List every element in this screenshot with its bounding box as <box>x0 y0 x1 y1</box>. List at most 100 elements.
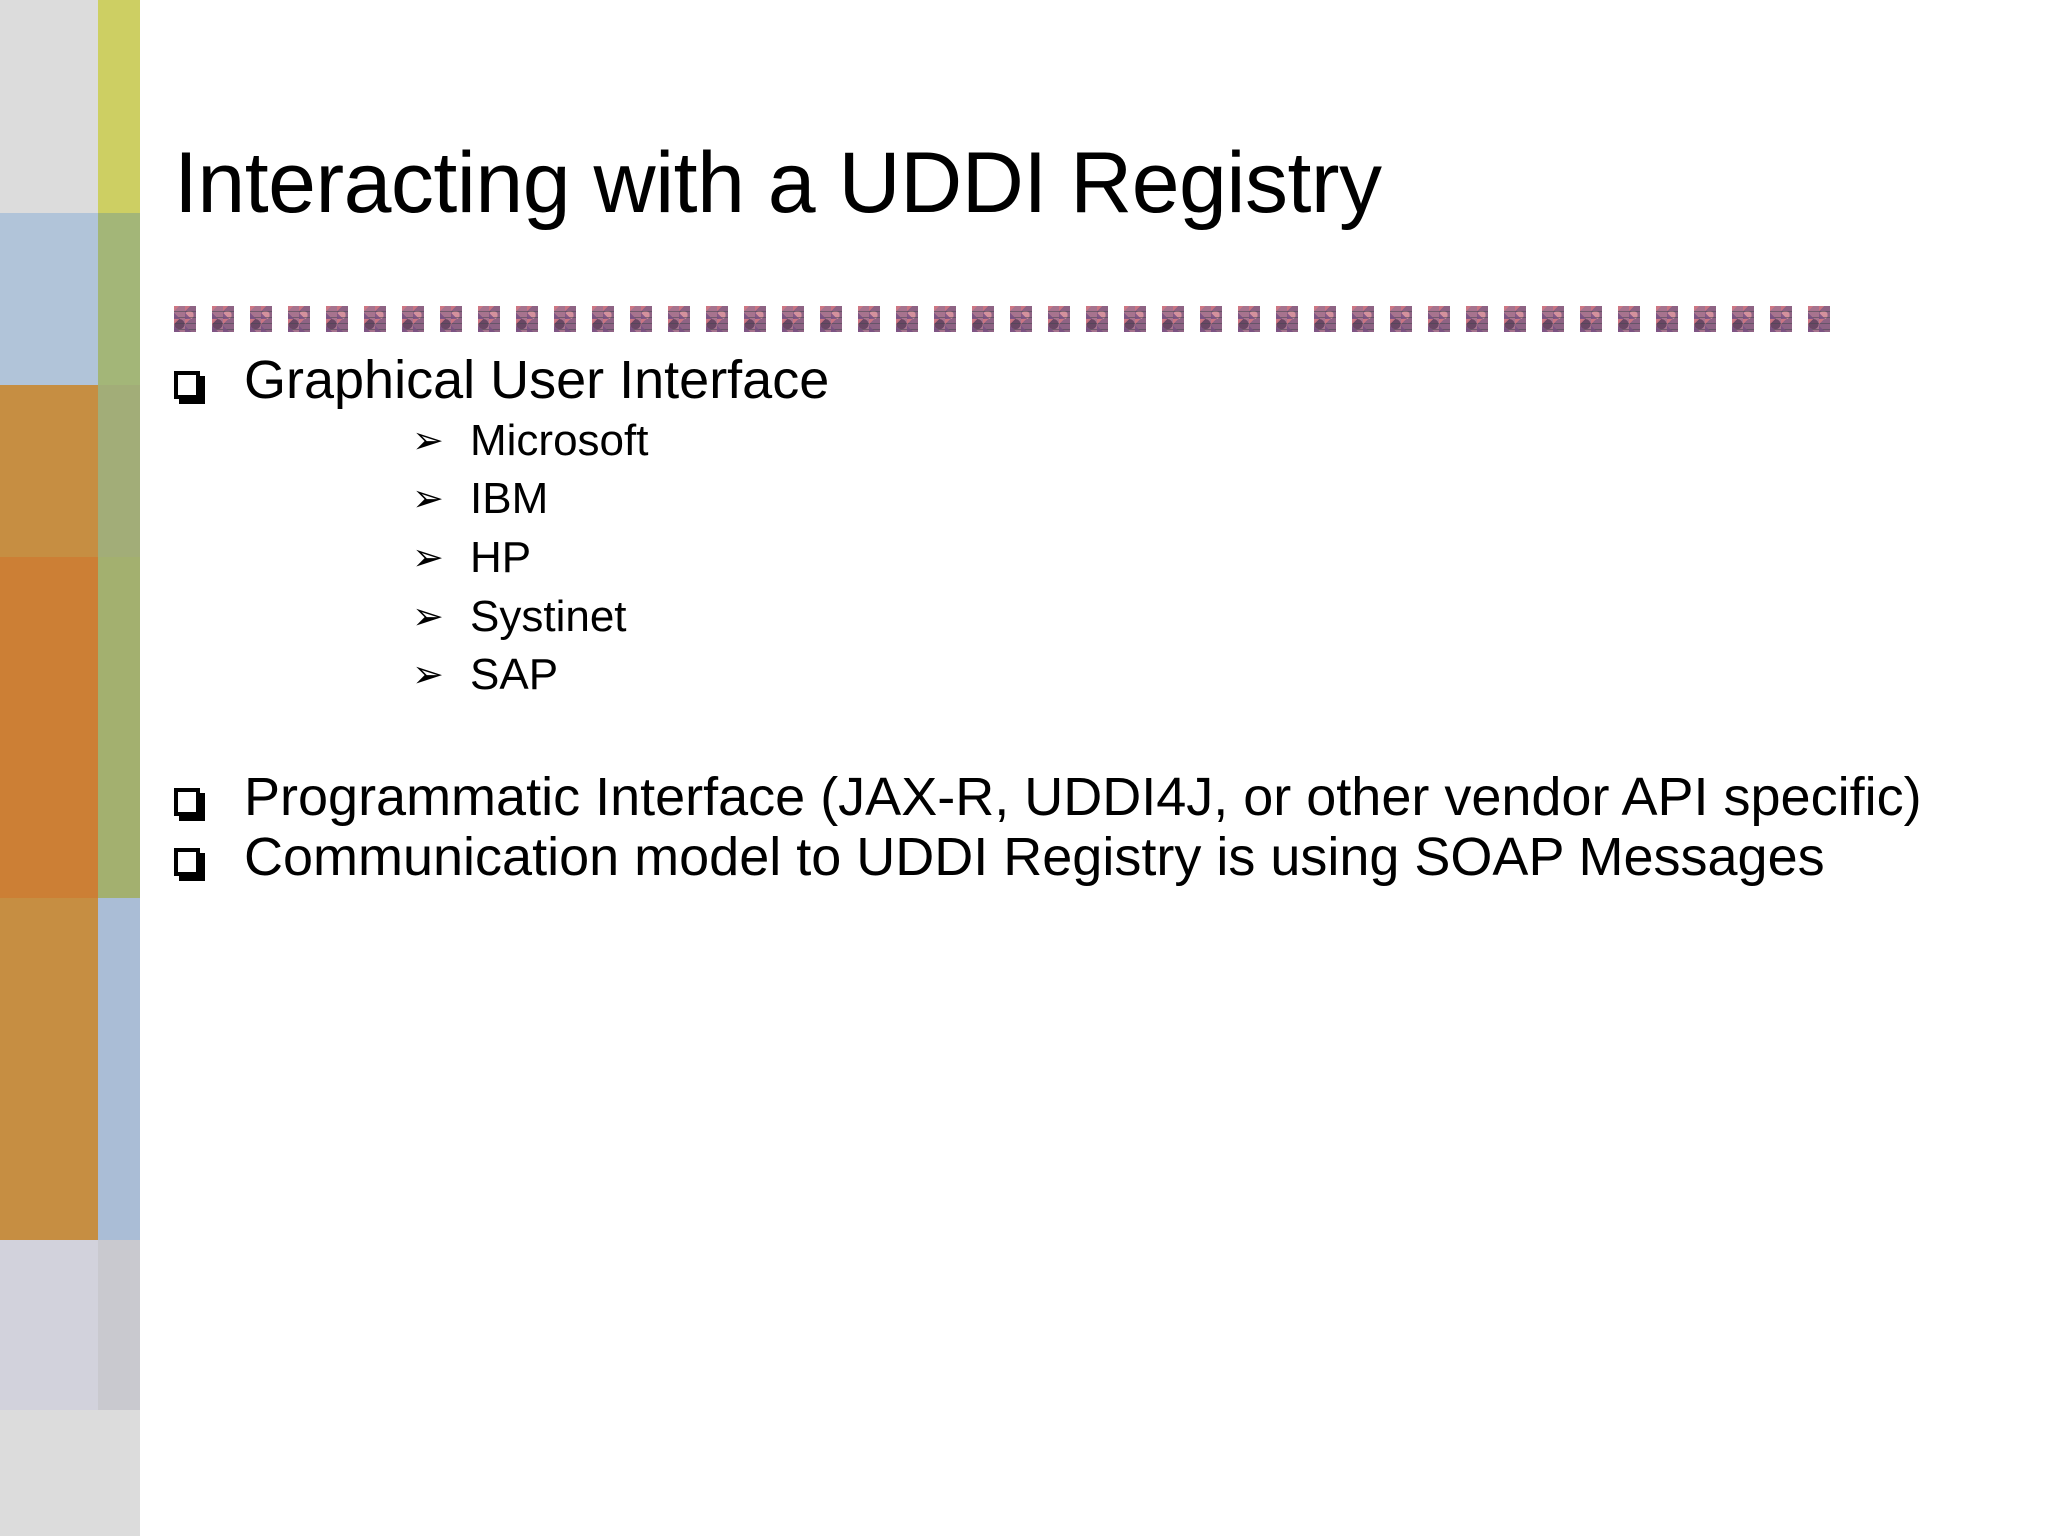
divider-square <box>364 306 386 332</box>
divider-square <box>630 306 652 332</box>
divider-square <box>592 306 614 332</box>
divider-square <box>402 306 424 332</box>
bullet-label: IBM <box>470 474 549 524</box>
bullet-item-level1: Communication model to UDDI Registry is … <box>140 826 2048 887</box>
divider-square <box>1086 306 1108 332</box>
bullet-item-level2: ➢ HP <box>140 533 2048 584</box>
arrow-bullet-icon: ➢ <box>412 595 444 638</box>
divider-square <box>1618 306 1640 332</box>
square-dash-divider <box>174 306 1874 332</box>
decorative-sidebar <box>0 0 140 1536</box>
divider-square <box>174 306 196 332</box>
divider-square <box>288 306 310 332</box>
divider-square <box>896 306 918 332</box>
sidebar-band-4-left <box>0 898 98 1240</box>
square-bullet-icon-shape <box>174 787 200 816</box>
divider-square <box>478 306 500 332</box>
sidebar-band-6-right <box>98 1410 140 1536</box>
divider-square <box>1314 306 1336 332</box>
divider-square <box>934 306 956 332</box>
sidebar-band-3-left <box>0 557 98 898</box>
list-spacer <box>140 701 2048 769</box>
arrow-bullet-icon: ➢ <box>412 654 444 697</box>
divider-square <box>1808 306 1830 332</box>
divider-square <box>1390 306 1412 332</box>
bullet-label: HP <box>470 532 532 582</box>
bullet-label: SAP <box>470 650 559 700</box>
bullet-list: Graphical User Interface ➢ Microsoft ➢ IBM ➢ H… <box>140 350 2048 888</box>
divider-square <box>1466 306 1488 332</box>
divider-square <box>972 306 994 332</box>
square-bullet-icon <box>174 843 212 883</box>
square-bullet-icon-shape <box>174 371 200 399</box>
bullet-sublist: ➢ Microsoft ➢ IBM ➢ HP ➢ Systinet ➢ SAP <box>140 416 2048 701</box>
square-bullet-icon <box>174 783 212 823</box>
divider-square <box>326 306 348 332</box>
bullet-label: Communication model to UDDI Registry is … <box>244 826 1825 887</box>
divider-square <box>782 306 804 332</box>
divider-square <box>1162 306 1184 332</box>
sidebar-band-2 <box>0 385 140 557</box>
sidebar-band-4-right <box>98 898 140 1240</box>
divider-square <box>1276 306 1298 332</box>
sidebar-band-2-right <box>98 385 140 557</box>
arrow-bullet-icon: ➢ <box>412 478 444 521</box>
divider-square <box>1580 306 1602 332</box>
divider-square <box>1732 306 1754 332</box>
sidebar-band-4 <box>0 898 140 1240</box>
sidebar-band-5 <box>0 1240 140 1410</box>
divider-square <box>668 306 690 332</box>
sidebar-band-0 <box>0 0 140 213</box>
slide-body: Interacting with a UDDI Registry Graphic… <box>140 0 2048 1536</box>
bullet-item-level1: Programmatic Interface (JAX-R, UDDI4J, o… <box>140 766 2048 827</box>
sidebar-band-5-right <box>98 1240 140 1410</box>
divider-square <box>1048 306 1070 332</box>
divider-square <box>1352 306 1374 332</box>
divider-square <box>1770 306 1792 332</box>
divider-square <box>554 306 576 332</box>
sidebar-band-2-left <box>0 385 98 557</box>
divider-square <box>820 306 842 332</box>
bullet-item-level2: ➢ IBM <box>140 474 2048 525</box>
divider-square <box>1238 306 1260 332</box>
bullet-label: Systinet <box>470 591 627 641</box>
bullet-label: Graphical User Interface <box>244 350 830 410</box>
sidebar-band-1 <box>0 213 140 385</box>
bullet-item-level2: ➢ Systinet <box>140 592 2048 643</box>
sidebar-band-3-right <box>98 557 140 898</box>
divider-square <box>516 306 538 332</box>
square-bullet-icon-shape <box>174 847 200 876</box>
divider-square <box>1428 306 1450 332</box>
divider-square <box>212 306 234 332</box>
sidebar-band-1-left <box>0 213 98 385</box>
divider-square <box>706 306 728 332</box>
square-bullet-icon <box>174 366 212 406</box>
sidebar-band-6-left <box>0 1410 98 1536</box>
sidebar-band-0-left <box>0 0 98 213</box>
divider-square <box>1504 306 1526 332</box>
divider-square <box>440 306 462 332</box>
sidebar-band-6 <box>0 1410 140 1536</box>
divider-square <box>1010 306 1032 332</box>
bullet-label: Microsoft <box>470 415 649 465</box>
bullet-item-level2: ➢ Microsoft <box>140 416 2048 467</box>
divider-square <box>858 306 880 332</box>
sidebar-band-0-right <box>98 0 140 213</box>
page-title: Interacting with a UDDI Registry <box>174 135 1382 231</box>
divider-square <box>1542 306 1564 332</box>
arrow-bullet-icon: ➢ <box>412 536 444 579</box>
arrow-bullet-icon: ➢ <box>412 419 444 462</box>
divider-square <box>1656 306 1678 332</box>
divider-square <box>744 306 766 332</box>
bullet-label: Programmatic Interface (JAX-R, UDDI4J, o… <box>244 766 1922 827</box>
divider-square <box>250 306 272 332</box>
sidebar-band-1-right <box>98 213 140 385</box>
sidebar-band-5-left <box>0 1240 98 1410</box>
divider-square <box>1694 306 1716 332</box>
title-block: Interacting with a UDDI Registry <box>174 140 1974 226</box>
divider-square <box>1124 306 1146 332</box>
sidebar-band-3 <box>0 557 140 898</box>
bullet-item-level1: Graphical User Interface <box>140 350 2048 410</box>
bullet-item-level2: ➢ SAP <box>140 650 2048 701</box>
divider-square <box>1200 306 1222 332</box>
